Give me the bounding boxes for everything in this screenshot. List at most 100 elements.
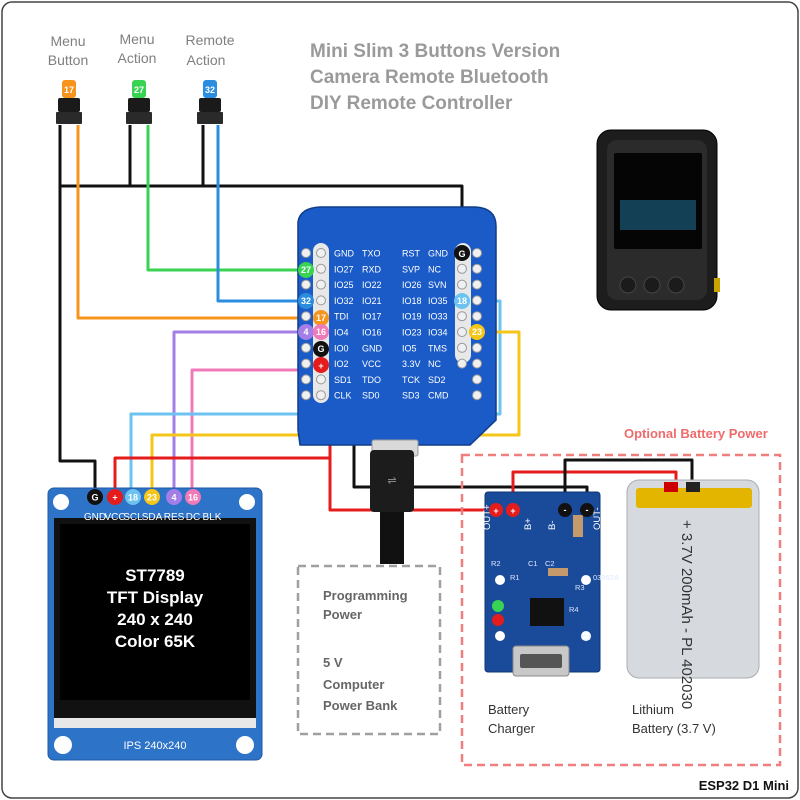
esp32-pin-hole — [316, 248, 326, 258]
charger-pad — [495, 631, 505, 641]
esp32-pin-label: RXD — [362, 264, 382, 274]
usb-plug — [370, 450, 414, 512]
charger-chip — [530, 598, 564, 626]
usb-cable: ⇌ — [370, 450, 414, 564]
charger-pad — [581, 631, 591, 641]
title-line-2: Camera Remote Bluetooth — [310, 67, 549, 88]
display-pin-label: VCC — [104, 512, 125, 523]
esp32-pin-hole — [301, 390, 311, 401]
marker-27 — [298, 262, 314, 278]
esp32-pin-label: TCK — [402, 375, 420, 385]
marker-16-text: 16 — [316, 327, 326, 337]
marker-plus-text: + — [318, 361, 323, 371]
esp32-pin-label: IO17 — [362, 312, 382, 322]
marker-plus — [313, 357, 329, 373]
esp32-pin-label: IO27 — [334, 264, 354, 274]
esp32-pin-label: TXO — [362, 249, 381, 259]
charger-pad — [581, 575, 591, 585]
display-mount-hole — [54, 736, 72, 754]
wire-gnd-display — [58, 186, 97, 493]
display-text-line-3: 240 x 240 — [117, 610, 193, 629]
esp32-pin-label: IO22 — [362, 280, 382, 290]
display-mount-hole — [53, 494, 69, 510]
esp32-pin-hole — [457, 263, 467, 274]
battery-label-text: + 3.7V 200mAh - PL 402030 — [678, 520, 695, 709]
esp32-pin-hole — [472, 311, 482, 322]
button-base — [126, 112, 152, 124]
title-line-3: DIY Remote Controller — [310, 93, 513, 114]
battery-label-1: Lithium — [632, 702, 674, 717]
display-pin-label: SCL — [123, 512, 143, 523]
esp32-pin-label: TDO — [362, 375, 381, 385]
marker-32 — [298, 293, 314, 309]
charger-label-1: Battery — [488, 702, 530, 717]
wire-pin-32 — [216, 125, 305, 303]
esp32-pin-label: IO33 — [428, 312, 448, 322]
display-pin-marker — [107, 489, 123, 505]
enclosure-button-1 — [619, 276, 637, 294]
esp32-pin-hole — [457, 358, 467, 369]
marker-27-text: 27 — [301, 265, 311, 275]
esp32-pin-hole — [457, 311, 467, 322]
esp32-pin-label: IO21 — [362, 296, 382, 306]
programming-line-3: 5 V — [323, 655, 343, 670]
esp32-pin-label: IO26 — [402, 280, 422, 290]
esp32-pin-label: SVN — [428, 280, 447, 290]
display-flex — [54, 718, 256, 728]
esp32-pin-hole — [301, 358, 311, 369]
battery-section-title: Optional Battery Power — [624, 426, 768, 441]
wire-pin-4 — [172, 330, 305, 493]
programming-power-box: Programming Power 5 V Computer Power Ban… — [296, 564, 442, 736]
esp32-pin-hole — [472, 390, 482, 401]
button-body — [58, 98, 80, 112]
esp32-pin-label: IO34 — [428, 328, 448, 338]
charger-silkscreen-mark: R4 — [569, 605, 579, 614]
display-pin-label: RES — [164, 512, 185, 523]
esp32-pin-label: IO32 — [334, 296, 354, 306]
usb-cable-line — [380, 512, 404, 564]
esp32-pin-label: NC — [428, 264, 441, 274]
button-base — [197, 112, 223, 124]
charger-out-minus-marker — [580, 503, 594, 517]
charger-silkscreen-mark: R1 — [510, 573, 520, 582]
push-button-17[interactable]: 17 — [56, 80, 82, 124]
esp32-pin-label: GND — [334, 249, 355, 259]
charger-pad — [495, 575, 505, 585]
wire-battery-minus — [563, 458, 694, 505]
charger-out-plus-marker-text: + — [493, 506, 498, 516]
esp32-pin-hole — [472, 263, 482, 274]
charger-pin-label: B- — [547, 521, 558, 531]
charger-pin-label: OUT+ — [482, 504, 493, 530]
esp32-pin-label: SVP — [402, 264, 420, 274]
charger-usb-opening — [520, 654, 562, 668]
enclosure-button-3 — [667, 276, 685, 294]
button-cap-green — [132, 80, 146, 98]
battery-box-border — [460, 453, 782, 767]
charger-silkscreen-mark: C2 — [545, 559, 555, 568]
esp32-pin-hole — [457, 327, 467, 337]
push-button-32[interactable]: 32 — [197, 80, 223, 124]
esp32-pin-label: TMS — [428, 343, 447, 353]
enclosure-switch — [714, 278, 720, 292]
display-pin-marker-text: G — [91, 493, 98, 503]
display-text-line-1: ST7789 — [125, 566, 185, 585]
button-2-label-1: Menu — [119, 31, 154, 47]
programming-box-border — [296, 564, 442, 736]
push-button-27[interactable]: 27 — [126, 80, 152, 124]
marker-18 — [454, 293, 470, 309]
tft-display-module: ST7789 TFT Display 240 x 240 Color 65K I… — [47, 487, 263, 761]
button-pin-label: 32 — [205, 85, 215, 95]
display-pin-marker — [144, 489, 160, 505]
battery-lead-red — [664, 482, 678, 492]
esp32-pin-hole — [301, 342, 311, 353]
esp32-pin-hole — [301, 311, 311, 322]
charger-silkscreen-mark: C3 — [581, 633, 591, 642]
battery-label-2: Battery (3.7 V) — [632, 721, 716, 736]
marker-gnd-top — [454, 245, 470, 261]
marker-17 — [313, 310, 329, 326]
esp32-pin-hole — [316, 295, 326, 306]
